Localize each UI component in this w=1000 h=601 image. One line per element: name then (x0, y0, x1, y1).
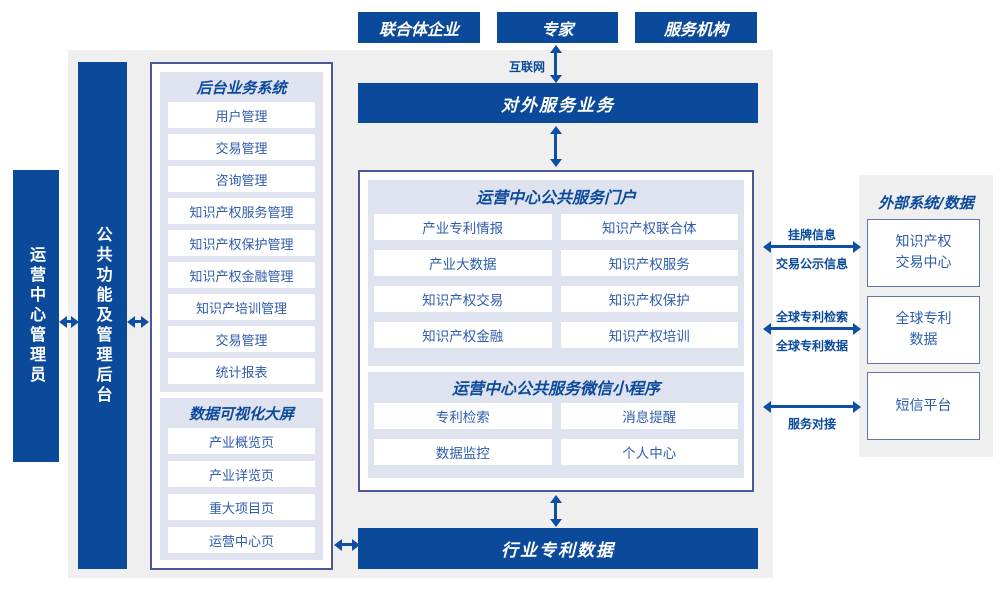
actor-label: 专家 (541, 19, 574, 39)
arrow-backend-leftbox-icon (135, 320, 141, 323)
external-systems-title: 外部系统/数据 (878, 193, 974, 212)
mini-program-item: 个人中心 (560, 439, 738, 465)
listing-info-label: 挂牌信息 (787, 228, 837, 242)
mini-program-item: 专利检索 (374, 403, 552, 429)
public-backend-bar: 公共功能及管理后台 (78, 62, 127, 569)
data-viz-item: 运营中心页 (168, 527, 315, 553)
trade-publicity-info-label: 交易公示信息 (775, 257, 849, 271)
actor-label: 服务机构 (663, 19, 728, 39)
service-connect-label: 服务对接 (787, 417, 837, 431)
arrow-dataviz-industry-data-icon (342, 543, 352, 546)
industry-patent-data-label: 行业专利数据 (501, 541, 615, 561)
backend-item: 用户管理 (168, 102, 315, 128)
data-viz-item: 产业详览页 (168, 461, 315, 487)
portal-panel: 运营中心公共服务门户 产业专利情报 知识产权联合体 产业大数据 知识产权服务 知… (368, 180, 744, 366)
actor-box-service-agencies: 服务机构 (635, 12, 757, 43)
global-patent-search-label: 全球专利检索 (775, 310, 849, 324)
actor-label: 联合体企业 (378, 19, 459, 39)
mini-program-item: 消息提醒 (560, 403, 738, 429)
mini-program-panel: 运营中心公共服务微信小程序 专利检索 消息提醒 数据监控 个人中心 (368, 372, 744, 478)
arrow-ip-trade-center-icon (771, 245, 853, 248)
backend-item: 统计报表 (168, 358, 315, 384)
portal-item: 产业专利情报 (374, 214, 552, 240)
actor-box-consortium-enterprises: 联合体企业 (358, 12, 480, 43)
arrow-global-patent-icon (771, 327, 853, 330)
external-box-ip-trade-center: 知识产权 交易中心 (867, 219, 980, 287)
backend-item: 知识产培训管理 (168, 294, 315, 320)
backend-item: 知识产权保护管理 (168, 230, 315, 256)
portal-item: 知识产权金融 (374, 322, 552, 348)
portal-title: 运营中心公共服务门户 (475, 188, 636, 207)
portal-box: 运营中心公共服务门户 产业专利情报 知识产权联合体 产业大数据 知识产权服务 知… (358, 170, 754, 492)
external-service-label: 对外服务业务 (501, 95, 615, 116)
portal-item: 知识产权培训 (560, 322, 738, 348)
backend-item: 交易管理 (168, 326, 315, 352)
external-box-global-patent-data: 全球专利 数据 (867, 296, 980, 364)
data-viz-panel: 数据可视化大屏 产业概览页 产业详览页 重大项目页 运营中心页 (160, 398, 323, 560)
mini-program-title: 运营中心公共服务微信小程序 (451, 379, 660, 398)
actor-box-experts: 专家 (497, 12, 618, 43)
data-viz-item: 重大项目页 (168, 494, 315, 520)
arrow-sms-platform-icon (771, 405, 853, 408)
backend-system-title: 后台业务系统 (196, 78, 287, 97)
arrow-external-service-portal-icon (554, 134, 557, 159)
backend-dataviz-box: 后台业务系统 用户管理 交易管理 咨询管理 知识产权服务管理 知识产权保护管理 … (150, 62, 333, 570)
portal-item: 产业大数据 (374, 250, 552, 276)
operation-admin-label: 运营中心管理员 (27, 246, 46, 386)
industry-patent-data-bar: 行业专利数据 (358, 528, 758, 569)
data-viz-item: 产业概览页 (168, 428, 315, 454)
portal-item: 知识产权服务 (560, 250, 738, 276)
arrow-portal-industry-data-icon (554, 503, 557, 519)
public-backend-label: 公共功能及管理后台 (93, 225, 113, 406)
arrow-admin-backend-icon (67, 320, 71, 323)
data-viz-title: 数据可视化大屏 (188, 404, 294, 423)
external-box-sms-platform: 短信平台 (867, 372, 980, 440)
arrow-actors-external-service-icon (554, 53, 557, 75)
portal-item: 知识产权联合体 (560, 214, 738, 240)
external-service-bar: 对外服务业务 (358, 83, 758, 123)
portal-item: 知识产权交易 (374, 286, 552, 312)
backend-item: 咨询管理 (168, 166, 315, 192)
portal-item: 知识产权保护 (560, 286, 738, 312)
mini-program-item: 数据监控 (374, 439, 552, 465)
backend-item: 交易管理 (168, 134, 315, 160)
backend-system-panel: 后台业务系统 用户管理 交易管理 咨询管理 知识产权服务管理 知识产权保护管理 … (160, 72, 323, 392)
internet-label: 互联网 (508, 60, 545, 74)
operation-admin-bar: 运营中心管理员 (13, 170, 59, 462)
backend-item: 知识产权金融管理 (168, 262, 315, 288)
backend-item: 知识产权服务管理 (168, 198, 315, 224)
global-patent-data-label: 全球专利数据 (775, 339, 849, 353)
